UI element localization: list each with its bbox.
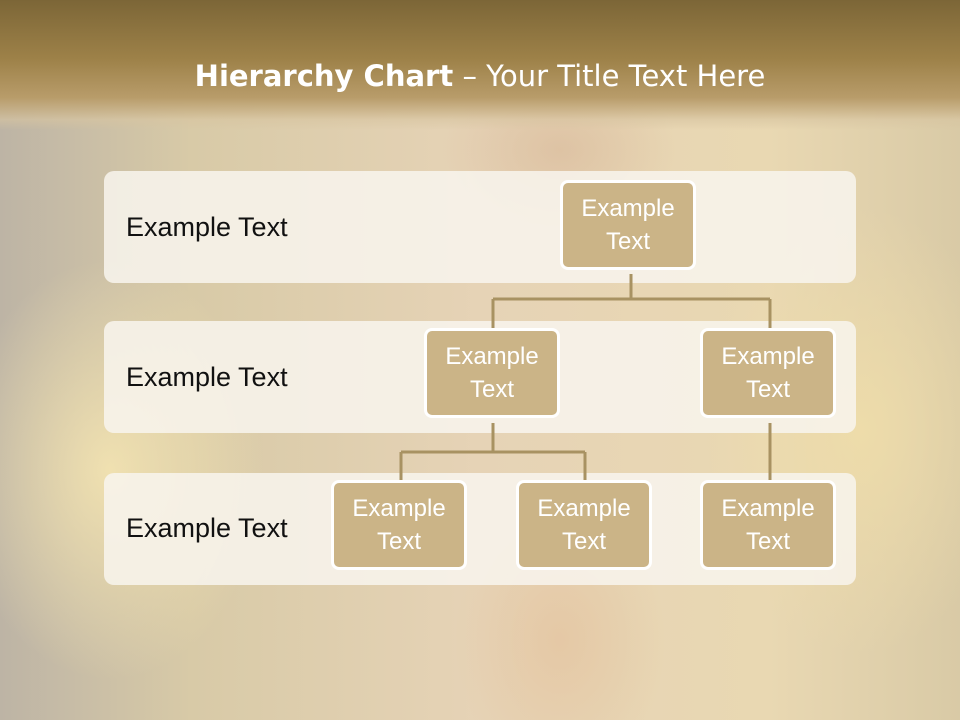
row-label-3: Example Text bbox=[126, 513, 288, 543]
connector-root-to-level2 bbox=[491, 274, 772, 330]
node-level3-1[interactable]: Example Text bbox=[331, 480, 467, 570]
row-label-2: Example Text bbox=[126, 362, 288, 392]
node-level3-3[interactable]: Example Text bbox=[700, 480, 836, 570]
row-band-1 bbox=[104, 171, 856, 283]
title-rest: – Your Title Text Here bbox=[453, 59, 766, 93]
row-label-1: Example Text bbox=[126, 212, 288, 242]
node-level3-2[interactable]: Example Text bbox=[516, 480, 652, 570]
node-root[interactable]: Example Text bbox=[560, 180, 696, 270]
node-level2-left[interactable]: Example Text bbox=[424, 328, 560, 418]
connector-left-to-level3 bbox=[399, 423, 587, 482]
title-banner bbox=[0, 0, 960, 130]
title-bold: Hierarchy Chart bbox=[194, 59, 454, 93]
node-level2-right[interactable]: Example Text bbox=[700, 328, 836, 418]
slide-title: Hierarchy Chart – Your Title Text Here bbox=[0, 56, 960, 96]
